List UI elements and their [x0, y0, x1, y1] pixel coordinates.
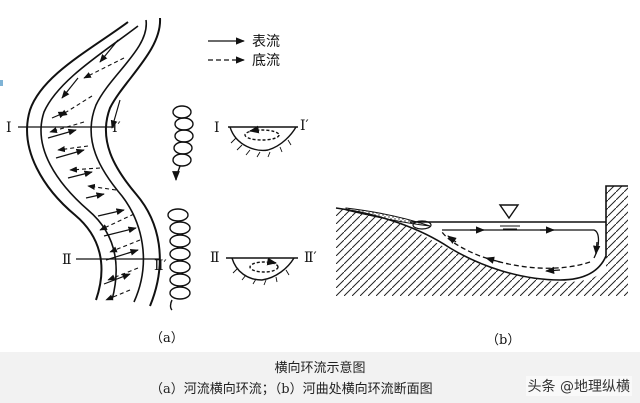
bed-hatch [230, 137, 292, 158]
section-labels: Ⅰ Ⅰ′ Ⅱ Ⅱ′ Ⅰ Ⅰ′ Ⅱ Ⅱ′ [6, 118, 317, 274]
helix-loop [169, 221, 191, 235]
legend: 表流 底流 [208, 34, 280, 69]
circulation-arrow [593, 241, 601, 255]
panel-label-a: （a） [150, 331, 184, 346]
figure-subtitle: （a）河流横向环流；（b）河曲处横向环流断面图 [150, 382, 433, 397]
helix-loop [169, 260, 191, 274]
helix-loop [167, 208, 189, 222]
surface-flow-arrows [47, 39, 139, 285]
label-I-prime-section: Ⅰ′ [300, 118, 309, 134]
panel-label-b: （b） [486, 333, 520, 348]
helix-loop [172, 153, 192, 167]
helix-loop [174, 129, 194, 143]
eddy-loop [412, 220, 432, 230]
bottom-arrow [99, 213, 135, 231]
meander-cross-section [335, 185, 628, 296]
loop-arrow [249, 125, 260, 134]
loop-arrow [266, 257, 277, 266]
bottom-arrow [87, 183, 117, 191]
surface-arrow [105, 249, 139, 261]
surface-arrow [99, 39, 119, 63]
bottom-arrow [69, 166, 101, 173]
point-bar-deposit [345, 207, 431, 227]
label-I-section: Ⅰ [214, 120, 220, 136]
surface-arrow [47, 128, 77, 139]
bottom-arrow [105, 289, 131, 301]
surface-arrow [67, 170, 93, 179]
channel-bed [229, 126, 297, 152]
label-II-prime-section: Ⅱ′ [304, 250, 317, 266]
legend-surface-label: 表流 [252, 34, 280, 50]
label-II-prime-left: Ⅱ′ [154, 258, 167, 274]
river-channel-plan [26, 17, 162, 307]
circulation-arrow [545, 266, 561, 275]
left-bank-outer [26, 21, 129, 301]
bottom-arrow [57, 145, 89, 153]
label-I-prime-left: Ⅰ′ [112, 120, 121, 136]
helix-loop [174, 117, 194, 131]
surface-arrow [97, 208, 125, 217]
surface-arrow [110, 99, 121, 129]
bottom-arrow [59, 95, 93, 117]
riverbed-profile [335, 185, 628, 281]
surface-arrow [85, 192, 105, 199]
circulation-arrow [447, 235, 457, 244]
helical-flow-lower [167, 208, 191, 311]
left-bank-inner [40, 25, 139, 301]
surface-arrow [103, 273, 131, 285]
bed-hatch [232, 267, 290, 286]
helix-loop [169, 247, 191, 261]
label-I-left: Ⅰ [6, 120, 12, 136]
legend-bottom-label: 底流 [252, 53, 280, 69]
ground-hatched [336, 208, 606, 296]
cross-section-I [228, 125, 298, 158]
right-bank-inner [90, 19, 147, 303]
helix-loop [172, 105, 192, 119]
label-II-left: Ⅱ [62, 252, 72, 268]
edge-mark [0, 80, 3, 86]
helix-loop [169, 273, 191, 287]
circulation-arrow [485, 256, 501, 264]
helix-loop [173, 141, 193, 155]
bottom-arrow [107, 267, 139, 281]
surface-arrow [61, 77, 79, 99]
helix-loop [169, 234, 191, 248]
channel-bed [231, 257, 295, 281]
surface-arrow [103, 226, 137, 237]
helix-loop [169, 286, 191, 300]
label-II-section: Ⅱ [210, 250, 220, 266]
surface-arrow [51, 111, 67, 119]
circulation-upper [442, 229, 600, 259]
surface-arrow [55, 148, 85, 159]
circulation-loop [249, 261, 279, 273]
ground-hatched-bank [606, 186, 628, 296]
cross-section-II [226, 257, 298, 286]
bottom-arrow [83, 57, 125, 79]
helix-tail [169, 299, 173, 311]
circulation-loop [244, 129, 280, 141]
helical-flow-upper [172, 105, 194, 181]
figure-title: 横向环流示意图 [274, 361, 366, 376]
right-bank-outer [104, 17, 162, 307]
water-level-marker-icon [498, 204, 520, 220]
section-lines [18, 126, 160, 260]
helix-tail [172, 165, 181, 181]
bottom-arrow [109, 239, 141, 253]
watermark: 头条 @地理纵横 [525, 376, 632, 396]
